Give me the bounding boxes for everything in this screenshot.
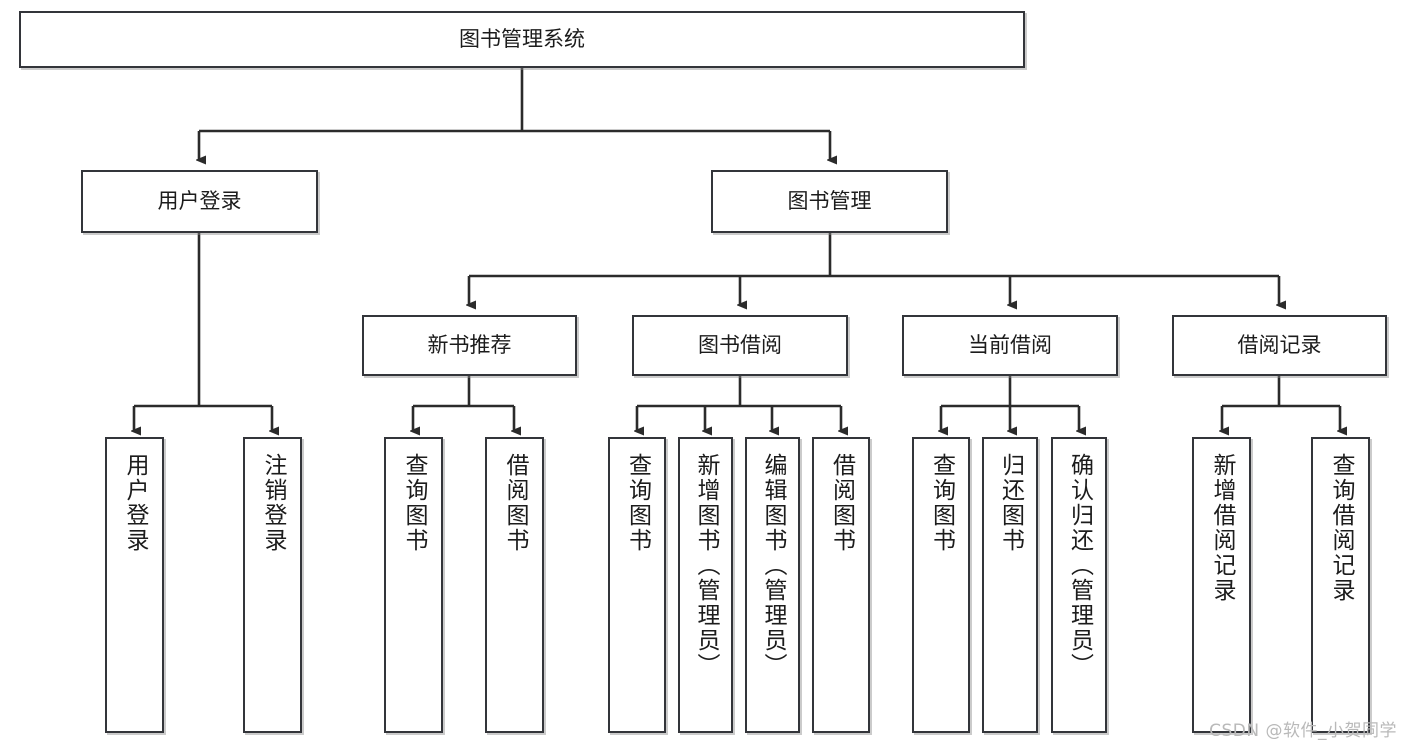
node-label: 新增图书（管理员） (693, 453, 719, 678)
node-leaf-query-book-current[interactable]: 查询图书 (912, 437, 970, 733)
node-label: 借阅记录 (1237, 333, 1322, 358)
node-label: 用户登录 (122, 453, 148, 553)
node-label: 借阅图书 (828, 453, 855, 553)
node-label: 查询借阅记录 (1328, 453, 1354, 603)
node-label: 新书推荐 (427, 333, 512, 358)
node-label: 归还图书 (997, 453, 1024, 553)
node-label: 图书借阅 (698, 333, 782, 358)
node-current-borrow[interactable]: 当前借阅 (902, 315, 1118, 376)
node-leaf-add-borrow-record[interactable]: 新增借阅记录 (1192, 437, 1251, 733)
node-label: 查询图书 (401, 453, 427, 553)
node-label: 查询图书 (928, 453, 955, 553)
node-root-system[interactable]: 图书管理系统 (19, 11, 1025, 68)
node-label: 用户登录 (157, 189, 242, 214)
node-leaf-query-borrow-record[interactable]: 查询借阅记录 (1311, 437, 1370, 733)
node-label: 当前借阅 (968, 333, 1052, 358)
node-book-management[interactable]: 图书管理 (711, 170, 948, 233)
node-book-borrow[interactable]: 图书借阅 (632, 315, 848, 376)
node-label: 图书管理 (787, 189, 872, 214)
node-leaf-edit-book-admin[interactable]: 编辑图书（管理员） (745, 437, 800, 733)
node-leaf-user-login[interactable]: 用户登录 (105, 437, 164, 733)
node-leaf-confirm-return-admin[interactable]: 确认归还（管理员） (1051, 437, 1107, 733)
node-new-book-recommend[interactable]: 新书推荐 (362, 315, 577, 376)
node-leaf-borrow-book-recommend[interactable]: 借阅图书 (485, 437, 544, 733)
node-label: 注销登录 (260, 453, 286, 553)
node-leaf-add-book-admin[interactable]: 新增图书（管理员） (678, 437, 733, 733)
node-label: 编辑图书（管理员） (760, 453, 786, 678)
node-label: 确认归还（管理员） (1066, 453, 1093, 678)
node-user-login[interactable]: 用户登录 (81, 170, 318, 233)
node-label: 借阅图书 (502, 453, 528, 553)
node-leaf-query-book-borrow[interactable]: 查询图书 (608, 437, 666, 733)
node-borrow-records[interactable]: 借阅记录 (1172, 315, 1387, 376)
node-leaf-query-book-recommend[interactable]: 查询图书 (384, 437, 443, 733)
node-leaf-logout[interactable]: 注销登录 (243, 437, 302, 733)
node-label: 图书管理系统 (459, 27, 585, 52)
watermark-text: CSDN @软件_小贺同学 (1209, 721, 1397, 741)
node-leaf-return-book[interactable]: 归还图书 (982, 437, 1038, 733)
node-label: 查询图书 (624, 453, 651, 553)
node-leaf-borrow-book[interactable]: 借阅图书 (812, 437, 870, 733)
node-label: 新增借阅记录 (1209, 453, 1235, 603)
